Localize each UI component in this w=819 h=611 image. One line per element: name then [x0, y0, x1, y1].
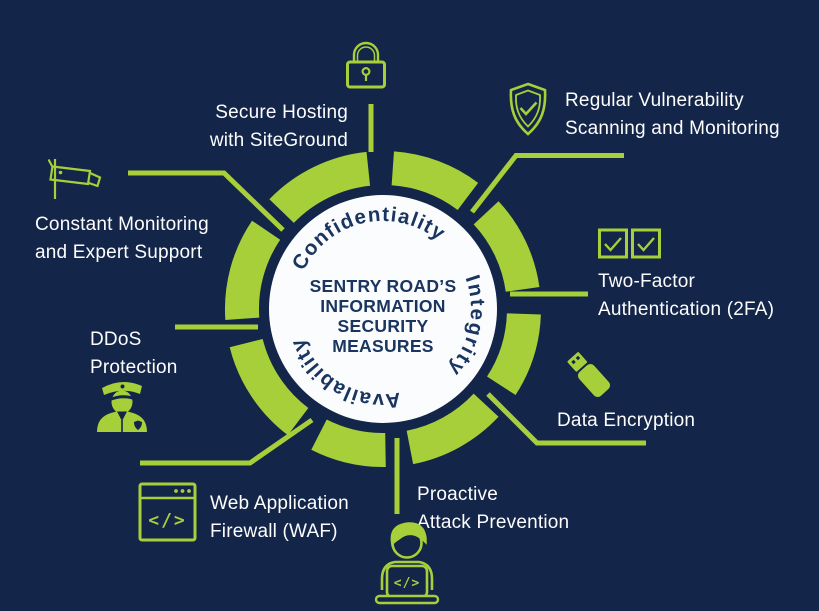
code-glyph: </>: [394, 576, 420, 591]
label-data-encryption: Data Encryption: [557, 407, 695, 435]
ring-segment: [473, 201, 540, 293]
shield-check-icon: [509, 82, 547, 136]
label-constant-monitoring: Constant Monitoring and Expert Support: [35, 211, 209, 266]
ring-segment: [311, 419, 386, 467]
label-ddos-protection: DDoS Protection: [90, 326, 178, 381]
ring-segment: [406, 393, 499, 465]
label-line: Protection: [90, 356, 178, 378]
ring-segment: [229, 338, 309, 436]
label-line: and Expert Support: [35, 241, 203, 263]
label-line: DDoS: [90, 329, 142, 350]
center-title: SENTRY ROAD’S INFORMATION SECURITY MEASU…: [273, 276, 493, 356]
center-title-line: SENTRY ROAD’S: [309, 276, 457, 296]
center-title-line: INFORMATION: [320, 296, 446, 316]
label-line: Scanning and Monitoring: [565, 117, 780, 139]
label-proactive-attack-prevention: Proactive Attack Prevention: [417, 481, 569, 536]
center-circle: [269, 195, 497, 423]
label-line: with SiteGround: [209, 129, 348, 151]
label-line: Two-Factor: [598, 271, 696, 292]
ring-segment: [269, 151, 371, 224]
label-line: Web Application: [210, 493, 349, 514]
police-officer-icon: [97, 381, 147, 432]
ring-segment: [391, 151, 479, 211]
label-line: Regular Vulnerability: [565, 90, 744, 111]
label-web-application-firewall: Web Application Firewall (WAF): [210, 490, 349, 545]
connector-lines: [128, 104, 646, 514]
connector-data-encryption: [486, 392, 646, 446]
ring-segment: [486, 312, 541, 396]
double-checkbox-icon: [598, 228, 661, 259]
label-line: Firewall (WAF): [210, 520, 338, 542]
label-line: Constant Monitoring: [35, 214, 209, 235]
code-window-icon: </>: [138, 482, 197, 542]
center-title-line: MEASURES: [332, 336, 434, 356]
connector-monitoring: [128, 170, 285, 232]
label-line: Secure Hosting: [215, 102, 348, 123]
usb-drive-icon: [567, 352, 611, 397]
label-line: Authentication (2FA): [598, 298, 775, 320]
code-glyph: </>: [148, 510, 187, 531]
connector-waf: [140, 417, 314, 466]
hacker-laptop-icon: </>: [374, 522, 440, 605]
label-two-factor-authentication: Two-Factor Authentication (2FA): [598, 268, 774, 323]
label-vulnerability-scanning: Regular Vulnerability Scanning and Monit…: [565, 87, 780, 142]
ring-segments: [224, 151, 541, 467]
label-line: Data Encryption: [557, 410, 696, 431]
center-title-line: SECURITY: [337, 316, 429, 336]
ring-segment: [224, 220, 281, 320]
connector-vulnerability-scanning: [470, 153, 624, 214]
label-secure-hosting: Secure Hosting with SiteGround: [210, 99, 348, 154]
label-line: Proactive: [417, 484, 499, 505]
cctv-camera-icon: [48, 158, 102, 199]
label-line: Attack Prevention: [417, 511, 570, 533]
padlock-icon: [346, 41, 386, 89]
